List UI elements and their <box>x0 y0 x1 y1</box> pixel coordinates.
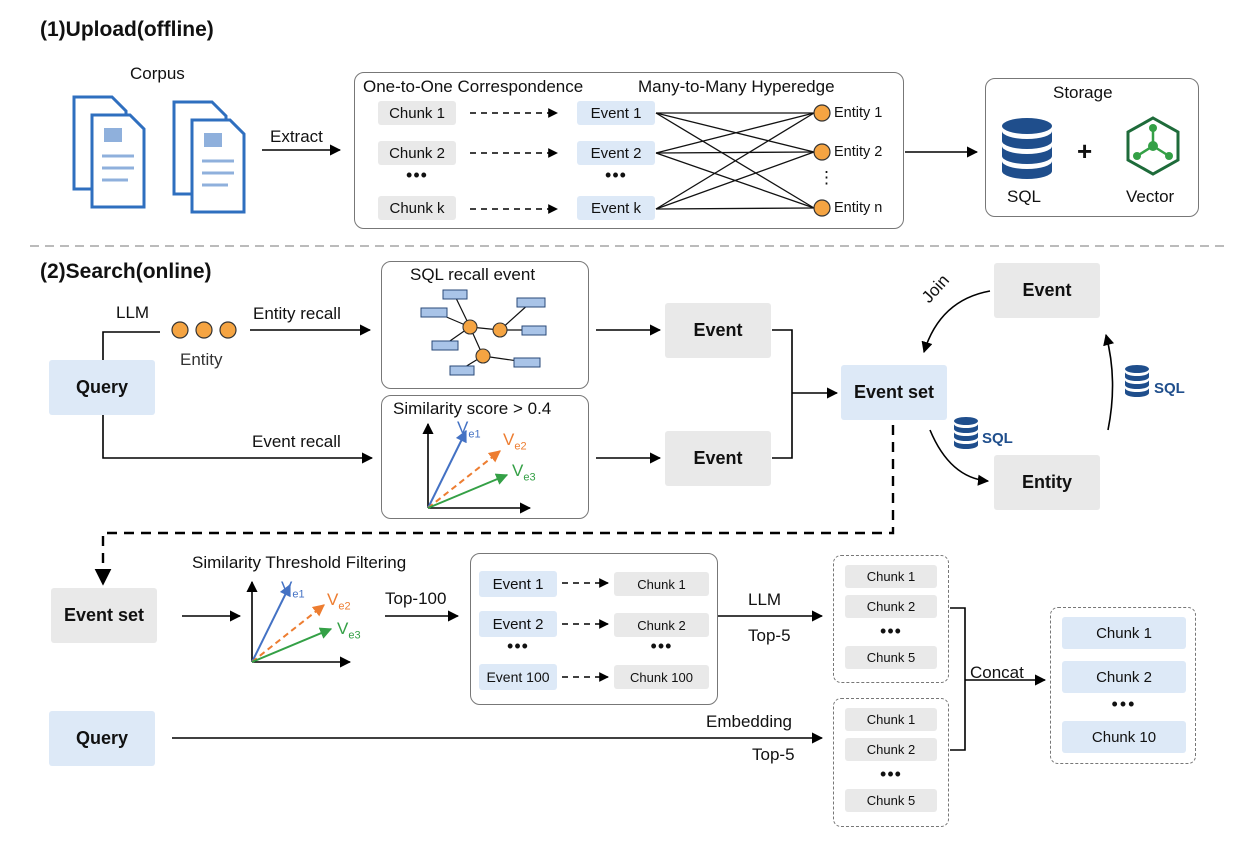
sql-badge: SQL <box>982 430 1013 447</box>
chunk-box: Chunk 1 <box>845 708 937 731</box>
ellipsis: ••• <box>507 636 529 656</box>
entity-label: Entity 2 <box>834 144 883 160</box>
event-box: Event 2 <box>577 141 655 165</box>
chunk-box: Chunk 10 <box>1062 721 1186 753</box>
sql-label: SQL <box>1007 187 1042 206</box>
similarity-frame <box>381 395 589 519</box>
vector-db-icon <box>1126 116 1180 176</box>
sql-recall-title: SQL recall event <box>410 265 536 284</box>
llm-label: LLM <box>748 590 782 609</box>
database-icon <box>1125 365 1149 397</box>
top5-label: Top-5 <box>752 745 795 764</box>
chunk-box: Chunk 2 <box>378 141 456 165</box>
filter-frame <box>470 553 718 705</box>
event-box: Event k <box>577 196 655 220</box>
event-box: Event 1 <box>479 571 557 597</box>
chunk-box: Chunk 100 <box>614 665 709 689</box>
event-box: Event <box>994 263 1100 318</box>
vector-label-e1: Ve1 <box>457 418 481 441</box>
top5-label: Top-5 <box>748 626 791 645</box>
chunk-box: Chunk 2 <box>845 738 937 761</box>
chunk-box: Chunk 1 <box>1062 617 1186 649</box>
ellipsis: ••• <box>406 165 428 185</box>
upload-section-title: (1)Upload(offline) <box>40 18 214 41</box>
entity-caption: Entity <box>180 350 223 369</box>
entity-box: Entity <box>994 455 1100 510</box>
ellipsis: ••• <box>880 621 902 641</box>
event-box: Event 100 <box>479 664 557 690</box>
corpus-label: Corpus <box>130 64 185 83</box>
vector-label-e3: Ve3 <box>337 619 361 642</box>
embedding-label: Embedding <box>706 712 793 731</box>
chunk-box: Chunk 2 <box>1062 661 1186 693</box>
event-set-box: Event set <box>51 588 157 643</box>
event-box: Event 1 <box>577 101 655 125</box>
chunk-box: Chunk 1 <box>614 572 709 596</box>
event-recall-label: Event recall <box>252 432 341 451</box>
ellipsis: ••• <box>1111 694 1137 714</box>
similarity-title: Similarity score > 0.4 <box>393 399 552 418</box>
vertical-ellipsis: ⋮ <box>818 168 835 187</box>
ellipsis: ••• <box>880 764 902 784</box>
ellipsis: ••• <box>605 165 627 185</box>
event-box: Event <box>665 431 771 486</box>
event-set-box: Event set <box>841 365 947 420</box>
chunk-box: Chunk k <box>378 196 456 220</box>
chunk-box: Chunk 2 <box>845 595 937 618</box>
chunk-box: Chunk 1 <box>378 101 456 125</box>
entity-node-icon <box>813 104 831 217</box>
concat-label: Concat <box>970 663 1024 682</box>
vector-label-e2: Ve2 <box>503 430 527 453</box>
chunk-box: Chunk 2 <box>614 613 709 637</box>
ellipsis: ••• <box>650 636 673 656</box>
event-box: Event 2 <box>479 611 557 637</box>
entity-label: Entity 1 <box>834 105 883 121</box>
llm-label: LLM <box>116 303 150 322</box>
database-icon <box>954 417 978 449</box>
chunk-box: Chunk 5 <box>845 789 937 812</box>
query-box: Query <box>49 360 155 415</box>
database-icon <box>1002 118 1052 179</box>
storage-frame <box>985 78 1199 217</box>
vector-label: Vector <box>1126 187 1175 206</box>
chunk-box: Chunk 5 <box>845 646 937 669</box>
search-section-title: (2)Search(online) <box>40 260 212 283</box>
extract-label: Extract <box>270 127 323 146</box>
plus-sign: + <box>1077 136 1093 166</box>
storage-label: Storage <box>1053 83 1113 102</box>
event-box: Event <box>665 303 771 358</box>
threshold-title: Similarity Threshold Filtering <box>192 553 407 572</box>
sql-recall-frame <box>381 261 589 389</box>
vector-label-e2: Ve2 <box>327 590 351 613</box>
chunk-box: Chunk 1 <box>845 565 937 588</box>
one-to-one-label: One-to-One Correspondence <box>363 77 584 96</box>
vector-label-e3: Ve3 <box>512 461 536 484</box>
entity-recall-label: Entity recall <box>253 304 341 323</box>
query-box: Query <box>49 711 155 766</box>
document-icon <box>72 95 246 214</box>
entity-label: Entity n <box>834 200 883 216</box>
vector-label-e1: Ve1 <box>281 578 305 601</box>
top100-label: Top-100 <box>385 589 447 608</box>
entity-node-icon <box>171 321 237 339</box>
sql-badge: SQL <box>1154 380 1185 397</box>
many-to-many-label: Many-to-Many Hyperedge <box>638 77 835 96</box>
upload-frame <box>354 72 904 229</box>
